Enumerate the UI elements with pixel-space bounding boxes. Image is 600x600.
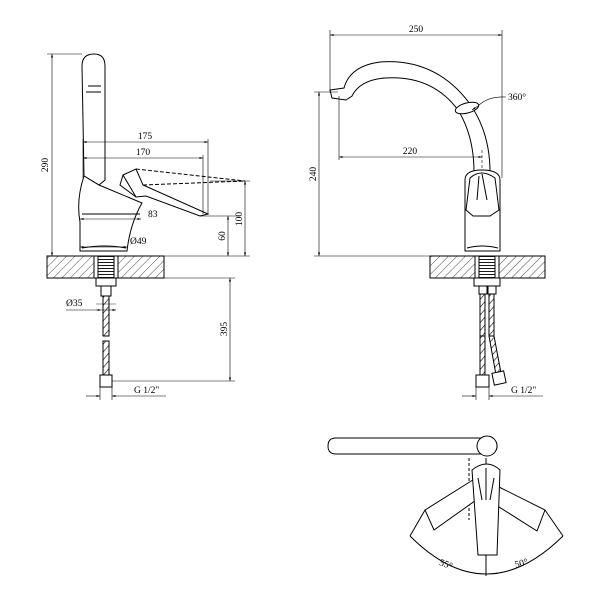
- front-dimensions: [314, 30, 543, 400]
- front-hose-left: [479, 293, 486, 337]
- side-hose-nut-top: [100, 285, 112, 297]
- dim-spout-reach: 220: [403, 147, 418, 157]
- top-spout-base: [476, 435, 498, 457]
- dim-base-diameter: Ø49: [130, 237, 147, 247]
- front-view: [329, 61, 546, 388]
- front-swivel-marker: [454, 101, 480, 115]
- top-view: [327, 435, 564, 576]
- side-hose-nut-bottom: [99, 374, 113, 388]
- top-spout: [327, 437, 498, 455]
- top-labels: 55° 50°: [438, 557, 530, 573]
- dim-total-height: 290: [41, 158, 51, 173]
- dim-thread-front: G 1/2": [511, 386, 536, 396]
- side-handle-lever: [122, 168, 210, 217]
- dim-handle-reach-inner: 170: [136, 148, 151, 158]
- dim-angle-right: 50°: [514, 557, 530, 571]
- front-hose-left-lower: [479, 335, 486, 376]
- front-hose-right: [488, 293, 495, 337]
- front-threaded-stud: [478, 255, 496, 279]
- front-handle: [465, 172, 500, 217]
- side-dimensions: [47, 53, 250, 400]
- dim-handle-height: 100: [235, 212, 245, 227]
- side-labels: 290 175 170 83 Ø49 60 100 395 Ø35 G 1/2": [41, 132, 245, 396]
- dim-spout-height: 240: [309, 167, 319, 182]
- front-shank: [473, 277, 501, 287]
- front-hose-right-lower: [488, 335, 502, 376]
- dim-thread-side: G 1/2": [134, 386, 159, 396]
- dim-rotation: 360°: [508, 92, 526, 103]
- front-hose-nut-left: [475, 374, 490, 388]
- side-threaded-stud: [97, 255, 115, 279]
- dim-hose-length: 395: [220, 322, 230, 337]
- top-handle-center: [471, 463, 501, 556]
- dim-spout-width: 250: [409, 25, 424, 35]
- dim-angle-left: 55°: [438, 557, 454, 572]
- side-spout-column: [81, 53, 106, 186]
- side-view: [46, 53, 246, 388]
- dim-handle-offset: 83: [148, 210, 158, 220]
- dim-handle-reach-outer: 175: [138, 132, 153, 142]
- dim-shank-diameter: Ø35: [66, 299, 83, 309]
- side-shank: [95, 277, 117, 287]
- front-hose-nut-right: [491, 370, 507, 386]
- side-hose: [102, 295, 110, 337]
- front-labels: 250 220 240 360° G 1/2": [309, 25, 536, 396]
- side-hose-lower: [102, 340, 110, 376]
- dim-body-height: 60: [218, 231, 228, 241]
